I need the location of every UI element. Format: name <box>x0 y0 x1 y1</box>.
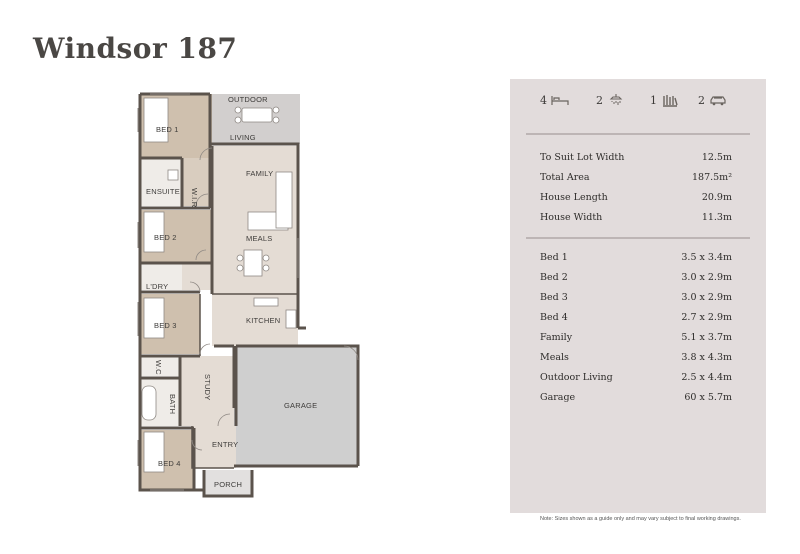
bedrooms-count: 4 <box>540 93 547 107</box>
spec-row: To Suit Lot Width 12.5m <box>540 152 732 166</box>
spec-label: Total Area <box>540 172 590 183</box>
room-name: Bed 3 <box>540 292 568 303</box>
room-label-bed4: BED 4 <box>158 459 181 468</box>
bathrooms-feature: 2 <box>596 93 625 107</box>
car-icon <box>710 96 726 106</box>
spec-label: House Width <box>540 212 603 223</box>
spec-value: 187.5m² <box>691 172 732 183</box>
room-label-porch: PORCH <box>214 480 242 489</box>
plan-title: Windsor 187 <box>33 32 238 65</box>
spec-label: House Length <box>540 192 608 203</box>
bed-icon <box>551 96 569 105</box>
bedrooms-feature: 4 <box>540 93 569 107</box>
floorplan: OUTDOOR LIVING BED 1 ENSUITE W.I.R FAMIL… <box>130 88 370 498</box>
room-label-bed1: BED 1 <box>156 125 179 134</box>
bookshelf-icon <box>663 95 678 107</box>
room-size: 3.5 x 3.4m <box>681 252 732 263</box>
room-dimension-row: Outdoor Living 2.5 x 4.4m <box>540 372 732 386</box>
spec-row: House Length 20.9m <box>540 192 732 206</box>
spec-row: House Width 11.3m <box>540 212 732 226</box>
room-size: 5.1 x 3.7m <box>681 332 732 343</box>
room-label-wir: W.I.R <box>190 188 199 208</box>
room-label-living: LIVING <box>230 133 256 142</box>
room-label-bed3: BED 3 <box>154 321 177 330</box>
room-size: 3.8 x 4.3m <box>681 352 732 363</box>
porch-floor <box>204 470 252 496</box>
room-label-ensuite: ENSUITE <box>146 187 180 196</box>
floorplan-drawing: OUTDOOR LIVING BED 1 ENSUITE W.I.R FAMIL… <box>137 92 360 498</box>
room-name: Bed 1 <box>540 252 568 263</box>
spec-panel: 4 2 1 2 To Suit Lot Wi <box>510 79 766 513</box>
room-name: Garage <box>540 392 576 403</box>
entry-floor <box>192 426 236 468</box>
room-label-meals: MEALS <box>246 234 272 243</box>
room-label-bed2: BED 2 <box>154 233 177 242</box>
floorplan-furniture <box>141 97 297 473</box>
spec-value: 11.3m <box>701 212 732 223</box>
room-label-study: STUDY <box>203 374 212 400</box>
room-name: Family <box>540 332 573 343</box>
room-label-bath: BATH <box>168 394 177 414</box>
hall-floor <box>182 264 212 290</box>
room-name: Bed 2 <box>540 272 568 283</box>
room-label-family: FAMILY <box>246 169 273 178</box>
room-dimension-row: Bed 3 3.0 x 2.9m <box>540 292 732 306</box>
study-count: 1 <box>650 93 657 107</box>
disclaimer-note: Note: Sizes shown as a guide only and ma… <box>540 516 741 522</box>
room-name: Outdoor Living <box>540 372 613 383</box>
room-size: 3.0 x 2.9m <box>681 272 732 283</box>
floorplan-windows <box>137 93 299 491</box>
room-dimension-row: Meals 3.8 x 4.3m <box>540 352 732 366</box>
room-label-entry: ENTRY <box>212 440 238 449</box>
spec-label: To Suit Lot Width <box>540 152 625 163</box>
floorplan-doors <box>189 147 359 451</box>
room-size: 2.5 x 4.4m <box>681 372 732 383</box>
bathrooms-count: 2 <box>596 93 603 107</box>
room-size: 2.7 x 2.9m <box>681 312 732 323</box>
room-dimension-row: Bed 4 2.7 x 2.9m <box>540 312 732 326</box>
room-size: 60 x 5.7m <box>684 392 732 403</box>
room-label-garage: GARAGE <box>284 401 317 410</box>
room-label-wc: W.C <box>154 360 163 375</box>
room-name: Bed 4 <box>540 312 568 323</box>
room-dimension-row: Garage 60 x 5.7m <box>540 392 732 406</box>
room-label-kitchen: KITCHEN <box>246 316 280 325</box>
room-dimension-row: Bed 2 3.0 x 2.9m <box>540 272 732 286</box>
wir-floor <box>182 158 210 206</box>
floorplan-walls <box>138 92 360 498</box>
spec-value: 20.9m <box>701 192 732 203</box>
divider-top <box>526 133 750 135</box>
divider-middle <box>526 237 750 239</box>
spec-row: Total Area 187.5m² <box>540 172 732 186</box>
room-dimension-row: Bed 1 3.5 x 3.4m <box>540 252 732 266</box>
room-name: Meals <box>540 352 569 363</box>
room-dimension-row: Family 5.1 x 3.7m <box>540 332 732 346</box>
garage-floor <box>234 346 358 466</box>
spec-value: 12.5m <box>701 152 732 163</box>
room-size: 3.0 x 2.9m <box>681 292 732 303</box>
wc-floor <box>140 356 180 376</box>
garage-count: 2 <box>698 93 705 107</box>
garage-feature: 2 <box>698 93 727 107</box>
study-feature: 1 <box>650 93 679 107</box>
ldry-floor <box>140 264 182 290</box>
ensuite-floor <box>140 158 182 206</box>
shower-icon <box>609 94 623 105</box>
room-label-outdoor: OUTDOOR <box>228 95 268 104</box>
room-label-ldry: L'DRY <box>146 282 168 291</box>
feature-icons: 4 2 1 2 <box>510 93 766 115</box>
